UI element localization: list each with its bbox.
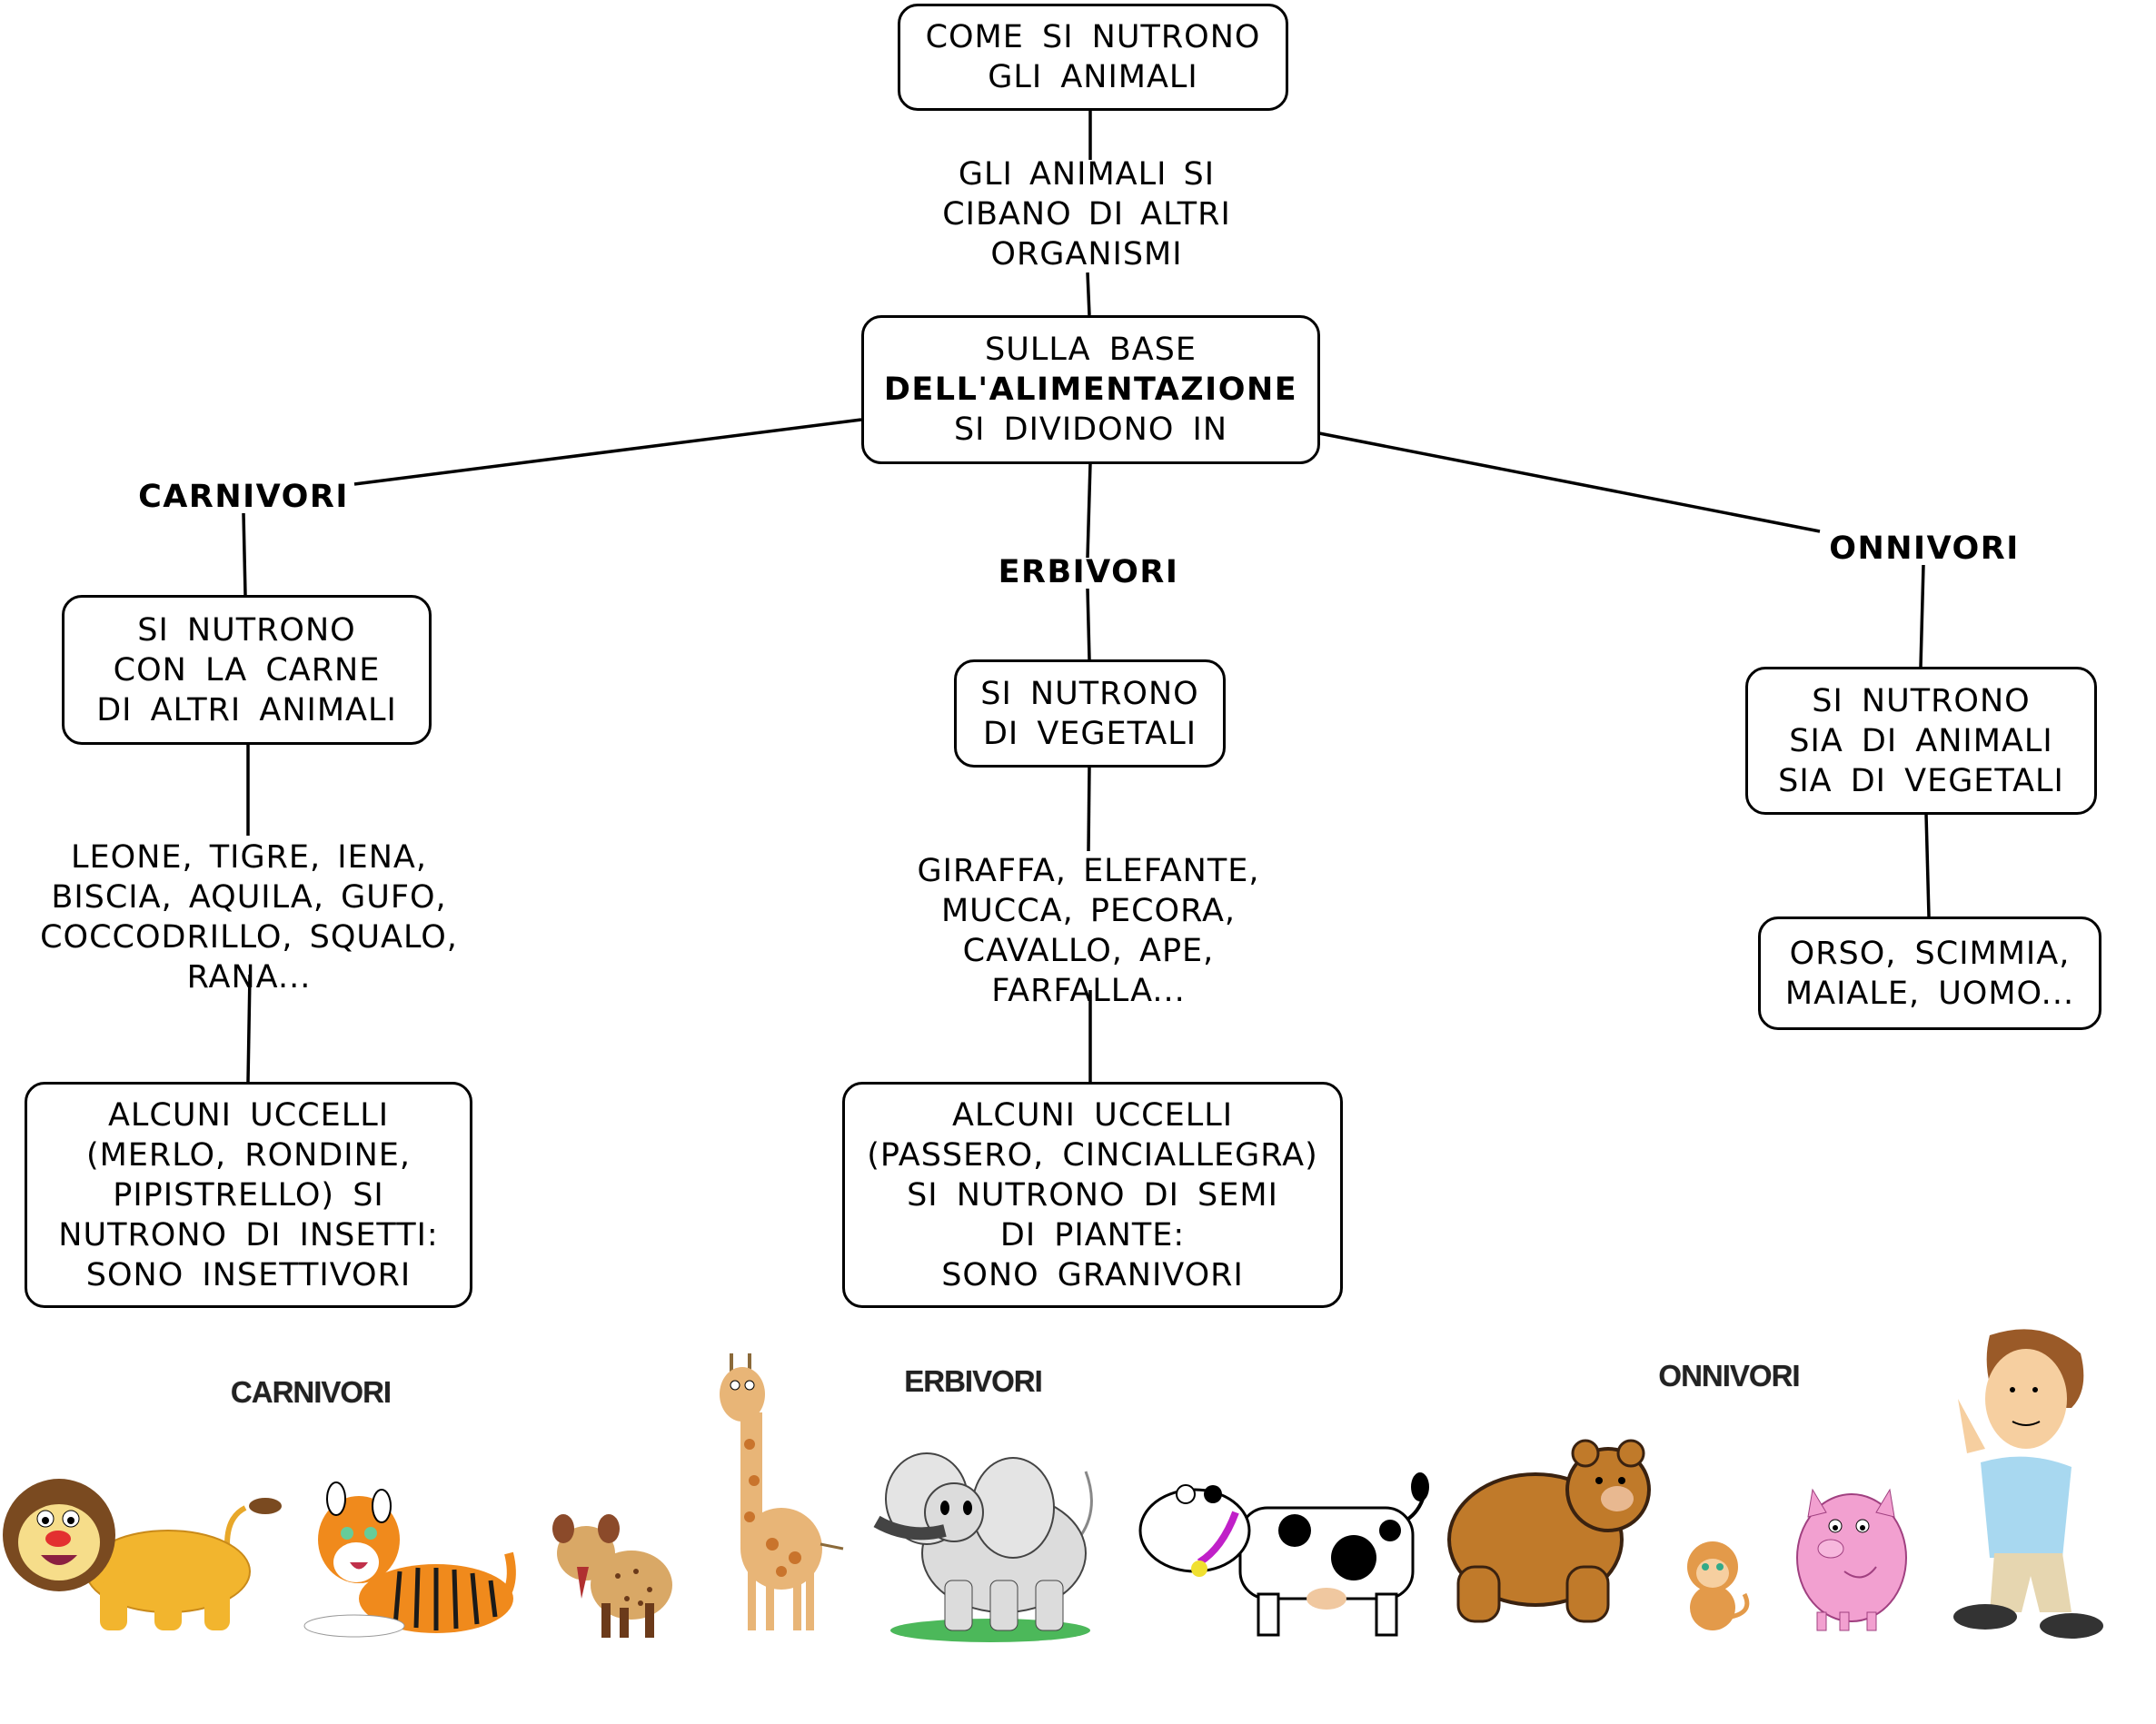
division-line-1: SULLA BASE <box>985 332 1197 368</box>
carnivori-example-line: BISCIA, AQUILA, GUFO, <box>51 879 447 916</box>
carnivori-desc-line: SI NUTRONO <box>137 611 356 649</box>
insettivori-note-node: ALCUNI UCCELLI (MERLO, RONDINE, PIPISTRE… <box>25 1082 472 1308</box>
erbivori-example-line: MUCCA, PECORA, <box>940 893 1237 929</box>
tiger-illustration <box>300 1481 541 1640</box>
connector-label-to-division <box>1086 272 1091 316</box>
category-label-onnivori: ONNIVORI <box>1829 530 2020 567</box>
onnivori-desc-line: SIA DI ANIMALI <box>1789 722 2053 759</box>
connector-division-to-erbivori <box>1086 462 1092 559</box>
hyena-illustration <box>545 1512 681 1640</box>
connector-division-to-onnivori <box>1318 431 1821 533</box>
insettivori-note-line: SONO INSETTIVORI <box>85 1256 412 1293</box>
bear-illustration <box>1440 1439 1658 1626</box>
erbivori-example-line: CAVALLO, APE, <box>962 933 1215 969</box>
erbivori-desc-line: SI NUTRONO <box>980 675 1199 712</box>
cow-illustration <box>1131 1467 1431 1640</box>
link-label-line-2: CIBANO DI ALTRI <box>942 196 1231 233</box>
connector-onnivori-to-desc <box>1919 564 1925 668</box>
strip-label-carnivori: CARNIVORI <box>230 1375 392 1409</box>
erbivori-examples: GIRAFFA, ELEFANTE, MUCCA, PECORA, CAVALL… <box>918 851 1260 1011</box>
division-line-2: DELL'ALIMENTAZIONE <box>883 372 1298 408</box>
carnivori-desc-line: CON LA CARNE <box>113 651 381 689</box>
onnivori-description-node: SI NUTRONO SIA DI ANIMALI SIA DI VEGETAL… <box>1745 667 2097 815</box>
erbivori-desc-line: DI VEGETALI <box>982 715 1197 752</box>
granivori-note-line: (PASSERO, CINCIALLEGRA) <box>867 1136 1318 1174</box>
erbivori-example-line: FARFALLA... <box>991 973 1186 1009</box>
insettivori-note-line: ALCUNI UCCELLI <box>107 1096 390 1134</box>
pig-illustration <box>1790 1471 1913 1635</box>
granivori-note-line: SONO GRANIVORI <box>941 1256 1244 1293</box>
giraffe-illustration <box>704 1353 849 1640</box>
onnivori-examples-node: ORSO, SCIMMIA, MAIALE, UOMO... <box>1758 916 2101 1030</box>
connector-division-to-carnivori <box>353 418 862 486</box>
onnivori-desc-line: SI NUTRONO <box>1812 682 2031 719</box>
carnivori-example-line: LEONE, TIGRE, IENA, <box>71 839 427 876</box>
monkey-illustration <box>1681 1535 1754 1635</box>
connector-erbivori-to-desc <box>1086 588 1091 660</box>
connector-onn-desc-to-examples <box>1924 813 1931 917</box>
granivori-note-line: SI NUTRONO DI SEMI <box>907 1176 1278 1214</box>
lion-illustration <box>0 1471 300 1635</box>
erbivori-example-line: GIRAFFA, ELEFANTE, <box>917 853 1260 889</box>
connector-carnivori-to-desc <box>242 512 247 596</box>
insettivori-note-line: PIPISTRELLO) SI <box>113 1176 384 1214</box>
granivori-note-line: ALCUNI UCCELLI <box>951 1096 1234 1134</box>
category-label-erbivori: ERBIVORI <box>998 554 1179 590</box>
carnivori-desc-line: DI ALTRI ANIMALI <box>96 691 397 728</box>
category-label-carnivori: CARNIVORI <box>138 479 349 515</box>
granivori-note-line: DI PIANTE: <box>999 1216 1186 1253</box>
insettivori-note-line: NUTRONO DI INSETTI: <box>58 1216 439 1253</box>
title-line-1: COME SI NUTRONO <box>925 19 1261 55</box>
insettivori-note-line: (MERLO, RONDINE, <box>85 1136 412 1174</box>
man-illustration <box>1944 1326 2112 1640</box>
division-node: SULLA BASE DELL'ALIMENTAZIONE SI DIVIDON… <box>861 315 1320 464</box>
elephant-illustration <box>854 1444 1118 1642</box>
erbivori-description-node: SI NUTRONO DI VEGETALI <box>954 659 1226 768</box>
title-line-2: GLI ANIMALI <box>988 59 1198 95</box>
link-label-line-1: GLI ANIMALI SI <box>958 156 1216 193</box>
strip-label-onnivori: ONNIVORI <box>1658 1359 1800 1392</box>
carnivori-example-line: COCCODRILLO, SQUALO, <box>40 919 458 956</box>
division-line-3: SI DIVIDONO IN <box>953 411 1228 448</box>
link-label-line-3: ORGANISMI <box>990 236 1183 272</box>
connector-erb-desc-to-examples <box>1087 766 1091 852</box>
strip-label-erbivori: ERBIVORI <box>904 1364 1043 1398</box>
connector-carn-examples-to-note <box>246 974 252 1083</box>
title-node: COME SI NUTRONO GLI ANIMALI <box>898 4 1288 111</box>
onnivori-example-line: MAIALE, UOMO... <box>1784 975 2075 1012</box>
onnivori-desc-line: SIA DI VEGETALI <box>1778 762 2064 799</box>
granivori-note-node: ALCUNI UCCELLI (PASSERO, CINCIALLEGRA) S… <box>842 1082 1343 1308</box>
carnivori-description-node: SI NUTRONO CON LA CARNE DI ALTRI ANIMALI <box>62 595 432 745</box>
link-label: GLI ANIMALI SI CIBANO DI ALTRI ORGANISMI <box>942 154 1231 274</box>
onnivori-example-line: ORSO, SCIMMIA, <box>1789 935 2071 972</box>
carnivori-example-line: RANA... <box>186 959 312 996</box>
carnivori-examples: LEONE, TIGRE, IENA, BISCIA, AQUILA, GUFO… <box>40 837 458 997</box>
